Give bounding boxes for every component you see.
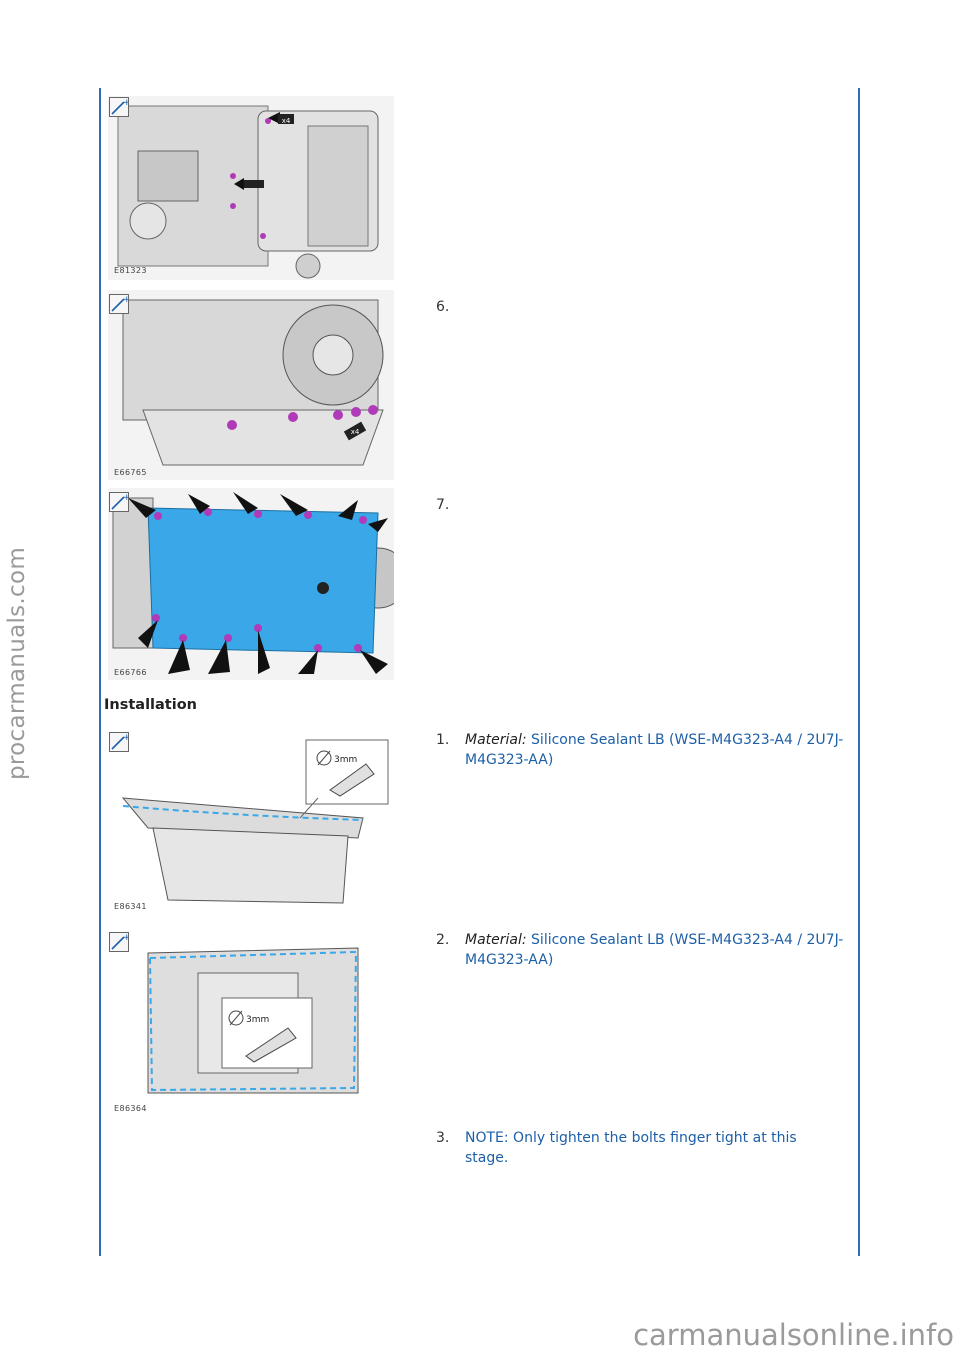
svg-text:+: + <box>123 933 128 943</box>
section-heading: Installation <box>104 697 197 713</box>
figure-code: E86341 <box>114 902 147 911</box>
x4-label-fig1: x4 <box>282 117 291 125</box>
material-link[interactable]: Silicone Sealant LB (WSE-M4G323-A4 / 2U7… <box>465 932 844 968</box>
bead-size-callout: 3mm <box>334 755 357 765</box>
figure-code: E86364 <box>114 1104 147 1113</box>
figure-oil-pan-bolt-sequence: E66766 <box>108 488 394 680</box>
figure-code: E81323 <box>114 266 147 275</box>
step-text: Material: Silicone Sealant LB (WSE-M4G32… <box>465 730 855 770</box>
step-number: 6. <box>436 299 450 315</box>
left-margin-rule <box>99 88 101 1256</box>
figure-code: E66766 <box>114 668 147 677</box>
step-number: 1. <box>436 732 450 748</box>
material-link[interactable]: Silicone Sealant LB (WSE-M4G323-A4 / 2U7… <box>465 732 844 768</box>
material-label: Material: <box>465 932 527 948</box>
svg-text:+: + <box>123 733 128 743</box>
zoom-icon[interactable]: + <box>109 97 129 117</box>
step-number: 2. <box>436 932 450 948</box>
figure-engine-side: x4 E81323 <box>108 96 394 280</box>
bead-size-callout: 3mm <box>246 1015 269 1025</box>
svg-text:+: + <box>123 295 128 305</box>
bottom-watermark: carmanualsonline.info <box>633 1318 954 1352</box>
svg-text:+: + <box>123 493 128 503</box>
figure-code: E66765 <box>114 468 147 477</box>
x4-label-fig2: x4 <box>351 428 360 436</box>
material-label: Material: <box>465 732 527 748</box>
zoom-icon[interactable]: + <box>109 932 129 952</box>
figure-sealant-bead-bottom: 3mm E86364 <box>108 928 394 1118</box>
right-margin-rule <box>858 88 860 1256</box>
zoom-icon[interactable]: + <box>109 732 129 752</box>
step-text: Material: Silicone Sealant LB (WSE-M4G32… <box>465 930 855 970</box>
side-watermark: procarmanuals.com <box>4 546 30 780</box>
step-note-text: NOTE: Only tighten the bolts finger tigh… <box>465 1130 797 1166</box>
zoom-icon[interactable]: + <box>109 492 129 512</box>
svg-text:+: + <box>123 98 128 108</box>
zoom-icon[interactable]: + <box>109 294 129 314</box>
step-number: 3. <box>436 1130 450 1146</box>
step-number: 7. <box>436 497 450 513</box>
figure-oil-pan-front: x4 E66765 <box>108 290 394 480</box>
figure-sealant-bead-side: 3mm E86341 <box>108 728 394 914</box>
